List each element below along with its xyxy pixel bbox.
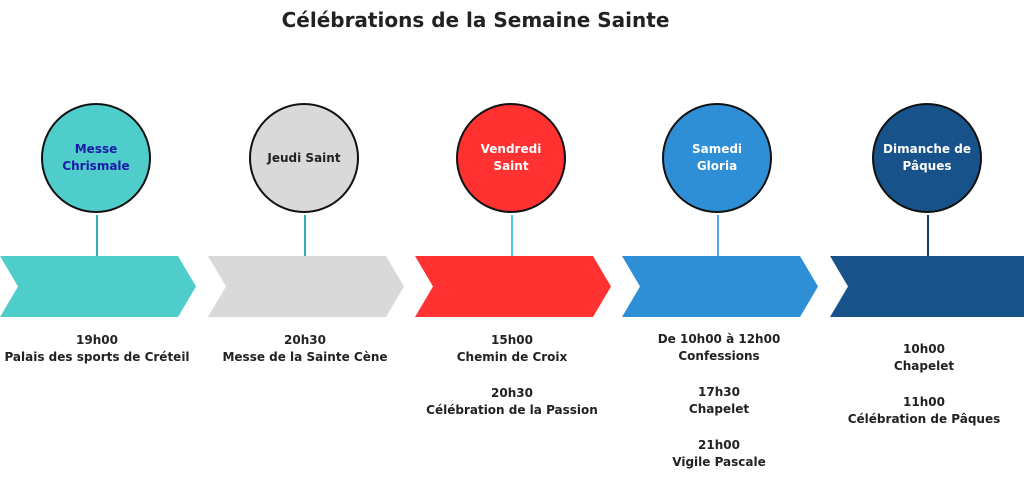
stage-circle: Messe Chrismale bbox=[41, 103, 151, 213]
event-item: 11h00 Célébration de Pâques bbox=[819, 394, 1024, 428]
stage-arrow bbox=[622, 256, 818, 317]
stage-messe-chrismale: Messe Chrismale 19h00 Palais des sports … bbox=[0, 0, 210, 478]
stage-arrow bbox=[208, 256, 404, 317]
event-description: Chemin de Croix bbox=[456, 350, 568, 364]
stage-connector bbox=[511, 215, 513, 256]
stage-arrow bbox=[415, 256, 611, 317]
event-item: 19h00 Palais des sports de Créteil bbox=[0, 332, 202, 366]
stage-arrow bbox=[830, 256, 1024, 317]
event-time: 17h30 bbox=[698, 385, 740, 399]
stage-circle: Dimanche de Pâques bbox=[872, 103, 982, 213]
stage-circle: Samedi Gloria bbox=[662, 103, 772, 213]
event-time: 19h00 bbox=[76, 333, 118, 347]
event-description: Palais des sports de Créteil bbox=[4, 350, 190, 364]
event-item: 17h30 Chapelet bbox=[614, 384, 824, 418]
stage-connector bbox=[304, 215, 306, 256]
stage-details: 15h00 Chemin de Croix 20h30 Célébration … bbox=[407, 332, 617, 438]
event-item: 20h30 Messe de la Sainte Cène bbox=[200, 332, 410, 366]
stage-jeudi-saint: Jeudi Saint 20h30 Messe de la Sainte Cèn… bbox=[0, 0, 404, 478]
stage-label: Dimanche de Pâques bbox=[883, 142, 971, 173]
event-time: 21h00 bbox=[698, 438, 740, 452]
stage-circle: Vendredi Saint bbox=[456, 103, 566, 213]
event-time: 20h30 bbox=[491, 386, 533, 400]
event-time: 11h00 bbox=[903, 395, 945, 409]
stage-arrow bbox=[0, 256, 196, 317]
stage-details: De 10h00 à 12h00 Confessions 17h30 Chape… bbox=[614, 331, 824, 490]
event-time: De 10h00 à 12h00 bbox=[657, 332, 781, 346]
page-title: Célébrations de la Semaine Sainte bbox=[281, 8, 670, 32]
stage-connector bbox=[927, 215, 929, 256]
event-item: 10h00 Chapelet bbox=[819, 341, 1024, 375]
stage-details: 10h00 Chapelet 11h00 Célébration de Pâqu… bbox=[819, 341, 1024, 447]
event-item: 15h00 Chemin de Croix bbox=[407, 332, 617, 366]
event-item: 21h00 Vigile Pascale bbox=[614, 437, 824, 471]
event-description: Chapelet bbox=[688, 402, 750, 416]
event-description: Célébration de la Passion bbox=[426, 403, 598, 417]
stage-details: 19h00 Palais des sports de Créteil bbox=[0, 332, 202, 385]
event-time: 15h00 bbox=[491, 333, 533, 347]
event-item: 20h30 Célébration de la Passion bbox=[407, 385, 617, 419]
stage-label: Jeudi Saint bbox=[267, 150, 341, 165]
event-description: Confessions bbox=[678, 349, 760, 363]
stage-details: 20h30 Messe de la Sainte Cène bbox=[200, 332, 410, 385]
stage-dimanche-de-paques: Dimanche de Pâques 10h00 Chapelet 11h00 … bbox=[0, 0, 1024, 478]
holy-week-timeline: Messe Chrismale 19h00 Palais des sports … bbox=[0, 0, 1024, 478]
event-description: Messe de la Sainte Cène bbox=[222, 350, 388, 364]
stage-label: Messe Chrismale bbox=[62, 142, 130, 173]
stage-connector bbox=[717, 215, 719, 256]
stage-connector bbox=[96, 215, 98, 256]
stage-vendredi-saint: Vendredi Saint 15h00 Chemin de Croix 20h… bbox=[0, 0, 611, 478]
event-time: 10h00 bbox=[903, 342, 945, 356]
stage-label: Vendredi Saint bbox=[480, 142, 542, 173]
event-description: Chapelet bbox=[893, 359, 955, 373]
stage-samedi-gloria: Samedi Gloria De 10h00 à 12h00 Confessio… bbox=[0, 0, 818, 478]
event-time: 20h30 bbox=[284, 333, 326, 347]
event-description: Vigile Pascale bbox=[672, 455, 766, 469]
event-description: Célébration de Pâques bbox=[847, 412, 1001, 426]
stage-label: Samedi Gloria bbox=[691, 142, 743, 173]
event-item: De 10h00 à 12h00 Confessions bbox=[614, 331, 824, 365]
stage-circle: Jeudi Saint bbox=[249, 103, 359, 213]
